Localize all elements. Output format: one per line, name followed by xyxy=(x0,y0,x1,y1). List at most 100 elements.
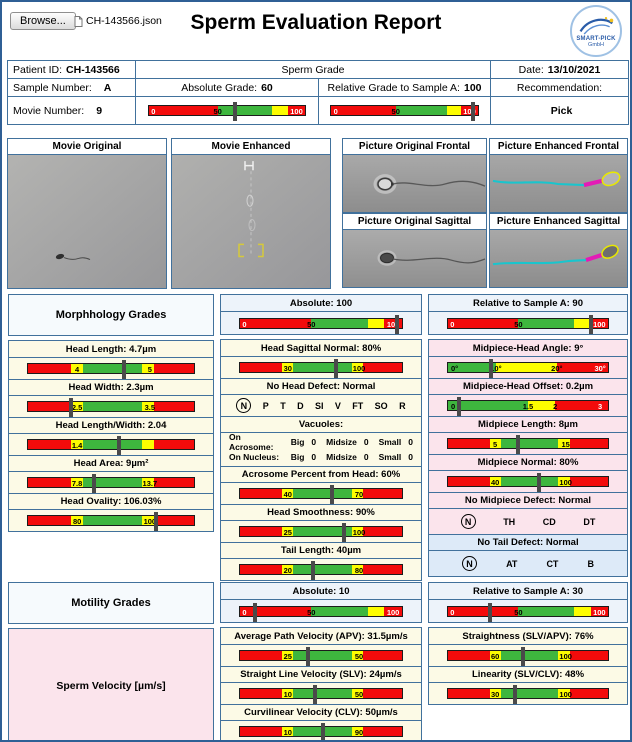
defect-normal-circled: N xyxy=(462,556,478,571)
bar-tick-label: 10 xyxy=(283,728,292,737)
vacuole-size-label: Midsize xyxy=(326,436,357,447)
bar-tick-label: 50 xyxy=(514,607,523,617)
bar-tick-label: 30° xyxy=(594,364,606,373)
bar-tick-label: 100 xyxy=(290,107,303,116)
bar-segment-yellow xyxy=(527,401,556,410)
bar-segment-yellow xyxy=(71,364,83,373)
bar-segment-yellow xyxy=(367,318,385,328)
picture-original-frontal-title: Picture Original Frontal xyxy=(343,139,486,155)
bar-segment-yellow xyxy=(282,727,294,736)
bar-segment-red xyxy=(240,689,283,698)
bar-segment-red xyxy=(363,527,402,536)
value-marker xyxy=(306,647,311,666)
page-title: Sperm Evaluation Report xyxy=(190,11,442,34)
measure-title: Head Length: 4.7µm xyxy=(9,341,213,357)
bar-segment-yellow xyxy=(351,651,364,660)
bar-segment-red xyxy=(555,401,609,410)
bar-segment-yellow xyxy=(558,651,570,660)
bar-segment-green xyxy=(82,478,143,487)
bar-segment-yellow xyxy=(489,689,501,698)
vacuole-count: 0 xyxy=(311,436,317,447)
measure-title: No Midpiece Defect: Normal xyxy=(429,492,627,508)
bar-segment-red xyxy=(240,727,283,736)
bar-tick-label: 100 xyxy=(559,652,572,661)
vacuole-size-label: Midsize xyxy=(326,451,357,462)
bar-segment-green xyxy=(500,477,559,486)
bar-tick-label: 100 xyxy=(463,107,476,116)
bar-segment-yellow xyxy=(558,477,570,486)
defect-letter: T xyxy=(280,400,286,411)
vacuoles-location-label: On Acrosome: xyxy=(229,431,274,452)
measure-title: Average Path Velocity (APV): 31.5µm/s xyxy=(221,628,421,644)
browse-button[interactable]: Browse... xyxy=(10,12,76,30)
defect-normal-circled: N xyxy=(460,514,476,529)
vacuole-size-label: Big xyxy=(290,451,305,462)
bar-segment-red xyxy=(384,318,402,328)
bar-tick-label: 100 xyxy=(559,478,572,487)
bar-segment-green xyxy=(395,106,447,115)
measure-bar-cell: 1.4 xyxy=(9,433,213,455)
motility-absolute-title: Absolute: 10 xyxy=(221,583,421,599)
picture-original-sagittal-panel: Picture Original Sagittal xyxy=(342,213,487,288)
bar-segment-green xyxy=(311,318,368,328)
defect-letter: SI xyxy=(314,400,324,411)
bar-segment-green xyxy=(500,439,559,448)
defect-letter: DT xyxy=(583,516,596,527)
picture-enhanced-frontal-frame xyxy=(490,155,627,212)
bar-segment-yellow xyxy=(71,478,83,487)
bar-tick-label: 100 xyxy=(143,517,157,526)
bar-segment-green xyxy=(447,363,496,372)
bar-segment-red xyxy=(447,606,519,616)
picture-enhanced-frontal-panel: Picture Enhanced Frontal xyxy=(489,138,628,213)
measure-title: Midpiece Length: 8µm xyxy=(429,416,627,432)
bar-segment-yellow xyxy=(558,689,570,698)
recommendation-value: Pick xyxy=(491,97,628,124)
bar-segment-green xyxy=(311,606,368,616)
value-marker xyxy=(92,474,97,493)
bar-segment-red xyxy=(28,516,72,525)
measure-title: Head Width: 2.3µm xyxy=(9,379,213,395)
vacuoles-location-label: On Nucleus: xyxy=(229,451,280,462)
bar-segment-green xyxy=(293,689,352,698)
value-marker xyxy=(487,602,492,622)
patient-id-cell: Patient ID:CH-143566 xyxy=(8,61,135,78)
bar-segment-yellow xyxy=(489,651,501,660)
movie-original-frame xyxy=(8,155,166,288)
bar-segment-yellow xyxy=(351,565,364,574)
value-marker xyxy=(471,102,476,121)
bar-tick-label: 5 xyxy=(493,440,498,449)
bar-tick-label: 2.5 xyxy=(71,403,83,412)
picture-enhanced-sagittal-image xyxy=(490,230,627,287)
bar-segment-red xyxy=(363,727,402,736)
logo-text: SMART-PICK xyxy=(576,36,616,42)
bar-segment-green xyxy=(293,489,352,498)
defect-letter: B xyxy=(587,558,594,569)
defect-letter: D xyxy=(297,400,304,411)
bar-segment-red xyxy=(363,489,402,498)
bar-tick-label: 100 xyxy=(352,364,366,373)
value-marker xyxy=(333,359,338,378)
value-marker xyxy=(588,314,593,334)
bar-segment-green xyxy=(500,651,559,660)
bar-tick-label: 60 xyxy=(490,652,500,661)
bar-segment-red xyxy=(447,689,490,698)
picture-original-sagittal-title: Picture Original Sagittal xyxy=(343,214,486,230)
vacuole-size-label: Small xyxy=(378,436,402,447)
bar-segment-red xyxy=(384,606,402,616)
bar-segment-yellow xyxy=(282,689,294,698)
